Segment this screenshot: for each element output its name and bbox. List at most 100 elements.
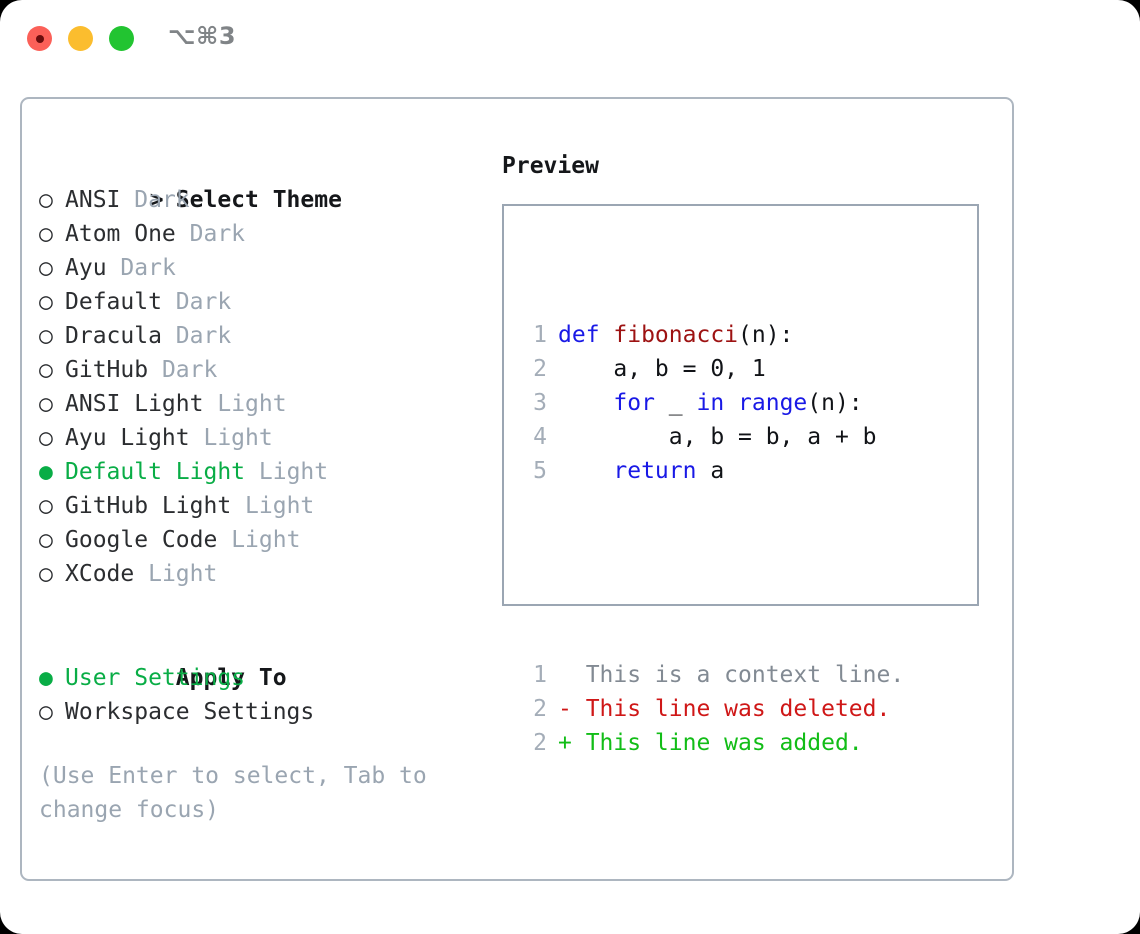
theme-name-tag-separator	[231, 493, 245, 519]
theme-option-row[interactable]: ○ ANSI Dark	[39, 183, 479, 217]
theme-option-name: ANSI Light	[65, 391, 204, 417]
theme-option-row[interactable]: ○ Atom One Dark	[39, 217, 479, 251]
minimize-button[interactable]	[68, 26, 93, 51]
close-button[interactable]	[27, 26, 52, 51]
select-theme-heading: > Select Theme	[39, 149, 479, 213]
theme-option-row[interactable]: ○ Ayu Light Light	[39, 421, 479, 455]
diff-line-text: This is a context line.	[558, 662, 905, 688]
radio-selected-icon: ●	[39, 665, 53, 691]
theme-name-tag-separator	[217, 527, 231, 553]
radio-unselected-icon: ○	[39, 323, 53, 349]
select-theme-heading-label: Select Theme	[175, 187, 342, 213]
radio-unselected-icon: ○	[39, 699, 53, 725]
theme-option-row[interactable]: ○GitHub Light Light	[39, 489, 479, 523]
theme-option-name: Atom One	[65, 221, 176, 247]
theme-option-name: GitHub Light	[65, 493, 232, 519]
theme-option-name: Default	[65, 289, 162, 315]
theme-variant-tag: Dark	[189, 221, 246, 247]
code-token: (n):	[807, 390, 863, 416]
apply-to-option-row[interactable]: ● User Settings	[39, 661, 479, 695]
theme-name-tag-separator	[190, 425, 204, 451]
code-line-number: 5	[533, 458, 547, 484]
keyboard-hint: (Use Enter to select, Tab to change focu…	[39, 763, 427, 823]
radio-unselected-icon: ○	[39, 221, 53, 247]
theme-option-name: Default Light	[65, 459, 246, 485]
code-token: _	[654, 390, 697, 416]
code-token: a	[696, 458, 725, 484]
list-spacer	[39, 591, 479, 627]
code-token: in range	[696, 390, 808, 416]
apply-to-option-label: User Settings	[65, 665, 246, 691]
theme-variant-tag: Light	[203, 425, 273, 451]
theme-variant-tag: Dark	[120, 255, 176, 281]
code-token	[558, 458, 613, 484]
theme-option-name: Ayu Light	[65, 425, 190, 451]
theme-option-row[interactable]: ○XCode Light	[39, 557, 479, 591]
theme-variant-tag: Dark	[161, 357, 218, 383]
zoom-button[interactable]	[109, 26, 134, 51]
theme-option-row[interactable]: ● Default Light Light	[39, 455, 479, 489]
theme-variant-tag: Dark	[175, 323, 232, 349]
apply-to-heading-label: Apply To	[175, 665, 287, 691]
theme-name-tag-separator	[148, 357, 162, 383]
theme-option-name: Google Code	[65, 527, 218, 553]
radio-unselected-icon: ○	[39, 561, 53, 587]
code-token: return	[613, 458, 697, 484]
diff-line-number: 2	[533, 730, 547, 756]
theme-variant-tag: Dark	[134, 187, 190, 213]
radio-unselected-icon: ○	[39, 493, 53, 519]
radio-unselected-icon: ○	[39, 357, 53, 383]
code-token: for	[613, 390, 655, 416]
keyboard-shortcut-label: ⌥⌘3	[168, 22, 237, 50]
theme-variant-tag: Light	[148, 561, 218, 587]
apply-to-option-label: Workspace Settings	[65, 699, 315, 725]
theme-option-row[interactable]: ○ Dracula Dark	[39, 319, 479, 353]
theme-name-tag-separator	[203, 391, 217, 417]
radio-unselected-icon: ○	[39, 527, 53, 553]
code-line: 5 return a	[517, 454, 904, 488]
code-line: 4 a, b = b, a + b	[517, 420, 904, 454]
theme-option-row[interactable]: ○GitHub Dark	[39, 353, 479, 387]
code-token	[558, 390, 613, 416]
theme-options-list: ○ANSI Dark○Atom One Dark○Ayu Dark○Defaul…	[39, 183, 479, 591]
code-line: 3 for _ in range(n):	[517, 386, 904, 420]
prompt-caret-icon: >	[149, 187, 164, 213]
theme-name-tag-separator	[162, 323, 176, 349]
theme-name-tag-separator	[107, 255, 121, 281]
code-token: a, b = 0, 1	[558, 356, 766, 382]
theme-name-tag-separator	[176, 221, 190, 247]
title-bar: ⌥⌘3	[0, 0, 1140, 76]
diff-line-text: - This line was deleted.	[558, 696, 891, 722]
theme-option-row[interactable]: ○Default Dark	[39, 285, 479, 319]
radio-unselected-icon: ○	[39, 187, 53, 213]
apply-to-option-row[interactable]: ○ Workspace Settings	[39, 695, 479, 729]
diff-line-text: + This line was added.	[558, 730, 863, 756]
theme-option-name: ANSI	[65, 187, 121, 213]
diff-line-number: 1	[533, 662, 547, 688]
code-token: fibonacci	[613, 322, 739, 348]
theme-name-tag-separator	[245, 459, 259, 485]
radio-selected-icon: ●	[39, 459, 53, 485]
code-line-number: 2	[533, 356, 547, 382]
code-line-number: 4	[533, 424, 547, 450]
theme-name-tag-separator	[162, 289, 176, 315]
preview-title: Preview	[502, 153, 599, 179]
radio-unselected-icon: ○	[39, 425, 53, 451]
code-token: (n):	[738, 322, 794, 348]
theme-option-row[interactable]: ○Ayu Dark	[39, 251, 479, 285]
diff-line: 2- This line was deleted.	[517, 692, 904, 726]
radio-unselected-icon: ○	[39, 255, 53, 281]
theme-option-row[interactable]: ○Google Code Light	[39, 523, 479, 557]
diff-line: 1 This is a context line.	[517, 658, 904, 692]
theme-variant-tag: Dark	[175, 289, 232, 315]
theme-option-row[interactable]: ○ANSI Light Light	[39, 387, 479, 421]
diff-line: 2 + This line was added.	[517, 726, 904, 760]
theme-variant-tag: Light	[258, 459, 329, 485]
theme-picker-panel: >Select Theme ○ANSI Dark○Atom One Dark○A…	[20, 97, 1014, 881]
theme-option-name: Dracula	[65, 323, 162, 349]
theme-list-column: >Select Theme ○ANSI Dark○Atom One Dark○A…	[39, 149, 479, 827]
apply-to-options-list: ● User Settings ○ Workspace Settings	[39, 661, 479, 729]
